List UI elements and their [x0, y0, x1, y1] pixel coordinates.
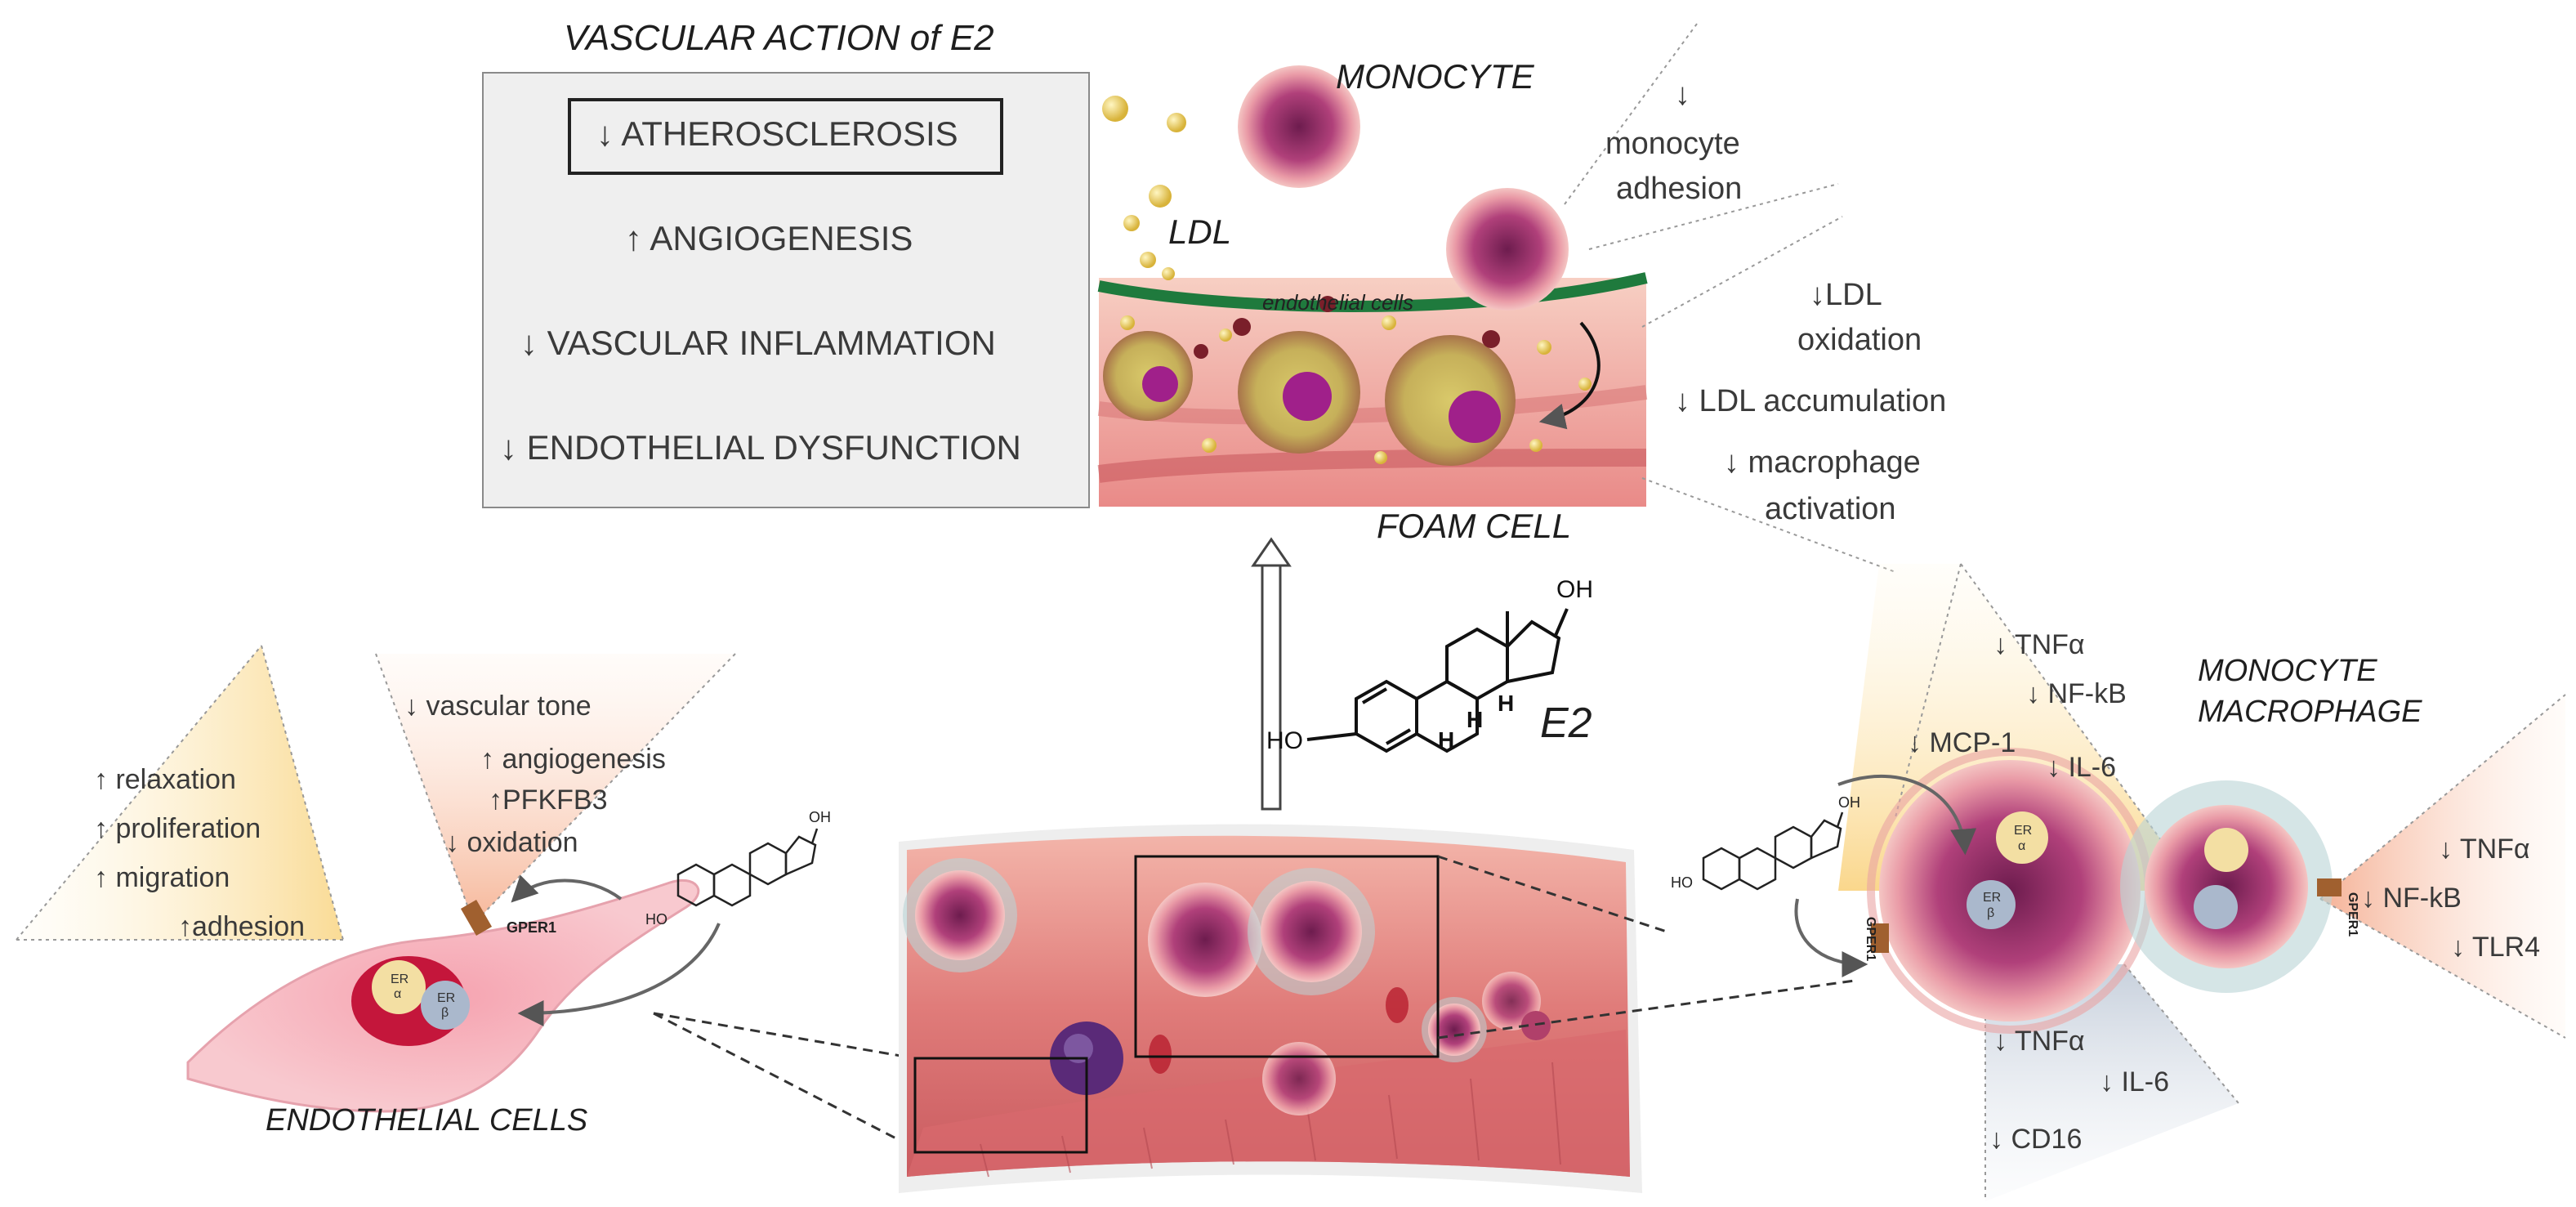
vessel-illustration: [899, 824, 1642, 1193]
mono-er-alpha-label: ER: [2014, 824, 2033, 838]
effect-adhesion-arrow: ↓: [1675, 78, 1690, 112]
endothelial-cells-caption: ENDOTHELIAL CELLS: [266, 1103, 588, 1138]
gper1-receptor-macro: [2317, 878, 2342, 896]
endo-effect-adhesion: ↑adhesion: [178, 911, 306, 942]
effect-adhesion-line1: monocyte: [1605, 127, 1740, 161]
summary-box: [482, 72, 1090, 508]
mono-effect-mcp1: ↓ MCP-1: [1908, 727, 2016, 758]
endo-effect-angiogenesis: ↑ angiogenesis: [480, 744, 666, 775]
mono-effect-nfkb: ↓ NF-kB: [2026, 678, 2127, 709]
e2-molecule-large: [1306, 608, 1569, 753]
bottom-effect-il6: ↓ IL-6: [2100, 1066, 2170, 1097]
e2-small-endothelial: [676, 828, 819, 907]
ldl-label: LDL: [1168, 212, 1232, 251]
mono-gper1-label: GPER1: [1864, 916, 1878, 962]
macro-effect-tnfa: ↓ TNFα: [2439, 834, 2530, 865]
gper1-receptor-left: [460, 900, 493, 936]
endo-binding-arrow: [511, 874, 623, 903]
endo-er-beta-label: ER: [437, 991, 456, 1005]
mono-effect-tnfa: ↓ TNFα: [1993, 629, 2085, 660]
endo-effect-vascular-tone: ↓ vascular tone: [404, 691, 592, 722]
endo-gper1-label: GPER1: [507, 919, 557, 936]
e2-h-label-2: H: [1467, 707, 1484, 732]
atherosclerosis-frame: [568, 98, 1003, 175]
mono-small-oh: OH: [1838, 794, 1860, 811]
macro-gper1-label: GPER1: [2346, 892, 2360, 937]
endo-er-beta-symbol: β: [441, 1006, 449, 1020]
effect-ldl-oxidation-line2: oxidation: [1797, 323, 1922, 357]
endo-effect-proliferation: ↑ proliferation: [94, 813, 261, 844]
endo-er-alpha-symbol: α: [394, 987, 402, 1001]
gper1-receptor-mono: [1871, 923, 1889, 953]
effect-ldl-oxidation-line1: ↓LDL: [1810, 278, 1882, 312]
macro-effect-tlr4: ↓ TLR4: [2451, 932, 2540, 963]
effect-adhesion-line2: adhesion: [1616, 172, 1743, 206]
summary-item-dysfunction: ↓ ENDOTHELIAL DYSFUNCTION: [500, 428, 1021, 467]
e2-small-mono: [1702, 811, 1844, 891]
bottom-effect-tnfa: ↓ TNFα: [1993, 1026, 2085, 1057]
effect-ldl-accumulation: ↓ LDL accumulation: [1675, 384, 1947, 418]
bottom-effect-cd16: ↓ CD16: [1989, 1124, 2083, 1155]
endo-entry-arrow: [517, 923, 721, 1026]
mono-small-ho: HO: [1671, 874, 1693, 891]
e2-label: E2: [1540, 700, 1592, 747]
monocyte-caption: MONOCYTE: [2198, 654, 2377, 688]
e2-ho-label: HO: [1266, 727, 1303, 754]
summary-item-inflammation: ↓ VASCULAR INFLAMMATION: [520, 324, 996, 362]
endothelial-cells-label: endothelial cells: [1262, 290, 1414, 315]
mono-er-alpha-symbol: α: [2018, 839, 2026, 853]
e2-h-label-3: H: [1438, 727, 1455, 753]
figure-title: VASCULAR ACTION of E2: [564, 18, 994, 58]
endo-effect-relaxation: ↑ relaxation: [94, 764, 236, 795]
summary-item-atherosclerosis: ↓ ATHEROSCLEROSIS: [596, 114, 958, 153]
summary-item-angiogenesis: ↑ ANGIOGENESIS: [625, 219, 913, 257]
endo-effect-pfkfb3: ↑PFKFB3: [489, 785, 608, 816]
top-atherosclerosis-panel: [1097, 65, 1648, 507]
e2-h-label-1: H: [1498, 691, 1515, 716]
endo-left-triangle: [16, 646, 343, 940]
macro-effect-nfkb: ↓ NF-kB: [2361, 883, 2462, 914]
zoom-box-inflammation: [1134, 855, 1440, 1058]
monocyte-top: [1238, 65, 1360, 188]
effect-macrophage-activation-line1: ↓ macrophage: [1724, 445, 1921, 480]
e2-oh-label: OH: [1556, 576, 1593, 603]
zoom-box-endothelium: [913, 1057, 1088, 1154]
endo-effect-oxidation: ↓ oxidation: [445, 827, 578, 858]
effect-macrophage-activation-line2: activation: [1765, 492, 1896, 526]
up-arrow: [1251, 537, 1292, 811]
mono-er-beta-label: ER: [1983, 891, 2002, 905]
macrophage-caption: MACROPHAGE: [2198, 695, 2422, 729]
endo-small-oh: OH: [809, 809, 831, 825]
monocyte-adhering: [1446, 188, 1569, 311]
endo-effect-migration: ↑ migration: [94, 862, 230, 893]
monocyte-label: MONOCYTE: [1336, 57, 1534, 96]
foam-cell-label: FOAM CELL: [1377, 507, 1572, 545]
mono-effect-il6: ↓ IL-6: [2047, 752, 2117, 783]
endo-top-triangle: [376, 654, 735, 923]
mono-er-beta-symbol: β: [1987, 906, 1995, 920]
endo-er-alpha-label: ER: [391, 972, 409, 986]
endo-small-ho: HO: [645, 911, 667, 928]
mono-right-triangle: [2320, 695, 2565, 1038]
